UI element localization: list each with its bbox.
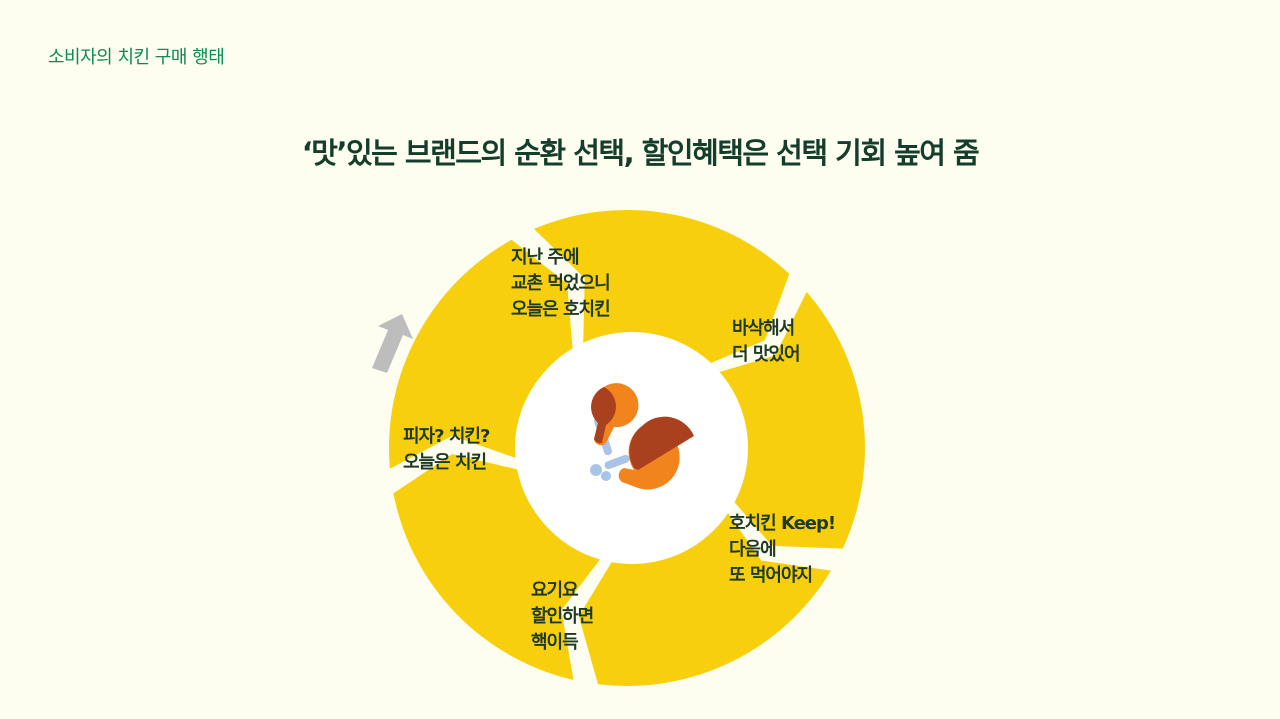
cycle-start-arrow-icon <box>372 314 413 373</box>
cycle-segment-4 <box>393 454 602 680</box>
cycle-segment-5 <box>388 239 573 469</box>
page-title: ‘맛’있는 브랜드의 순환 선택, 할인혜택은 선택 기회 높여 줌 <box>301 136 980 170</box>
segment-label-3: 호치킨 Keep! 다음에 또 먹어야지 <box>729 513 836 586</box>
cycle-segment-1 <box>534 209 790 367</box>
cycle-ring <box>388 209 865 686</box>
cycle-segment-2 <box>711 291 865 549</box>
segment-label-4: 요기요 할인하면 핵이득 <box>531 580 594 653</box>
segment-label-2: 바삭해서 더 맛있어 <box>732 318 801 365</box>
cycle-segment-3 <box>578 505 831 686</box>
chicken-drumstick-icon <box>590 383 694 490</box>
section-label: 소비자의 치킨 구매 행태 <box>48 47 225 68</box>
segment-label-1: 지난 주에 교촌 먹었으니 오늘은 호치킨 <box>511 247 611 320</box>
segment-label-5: 피자? 치킨? 오늘은 치킨 <box>403 426 490 473</box>
